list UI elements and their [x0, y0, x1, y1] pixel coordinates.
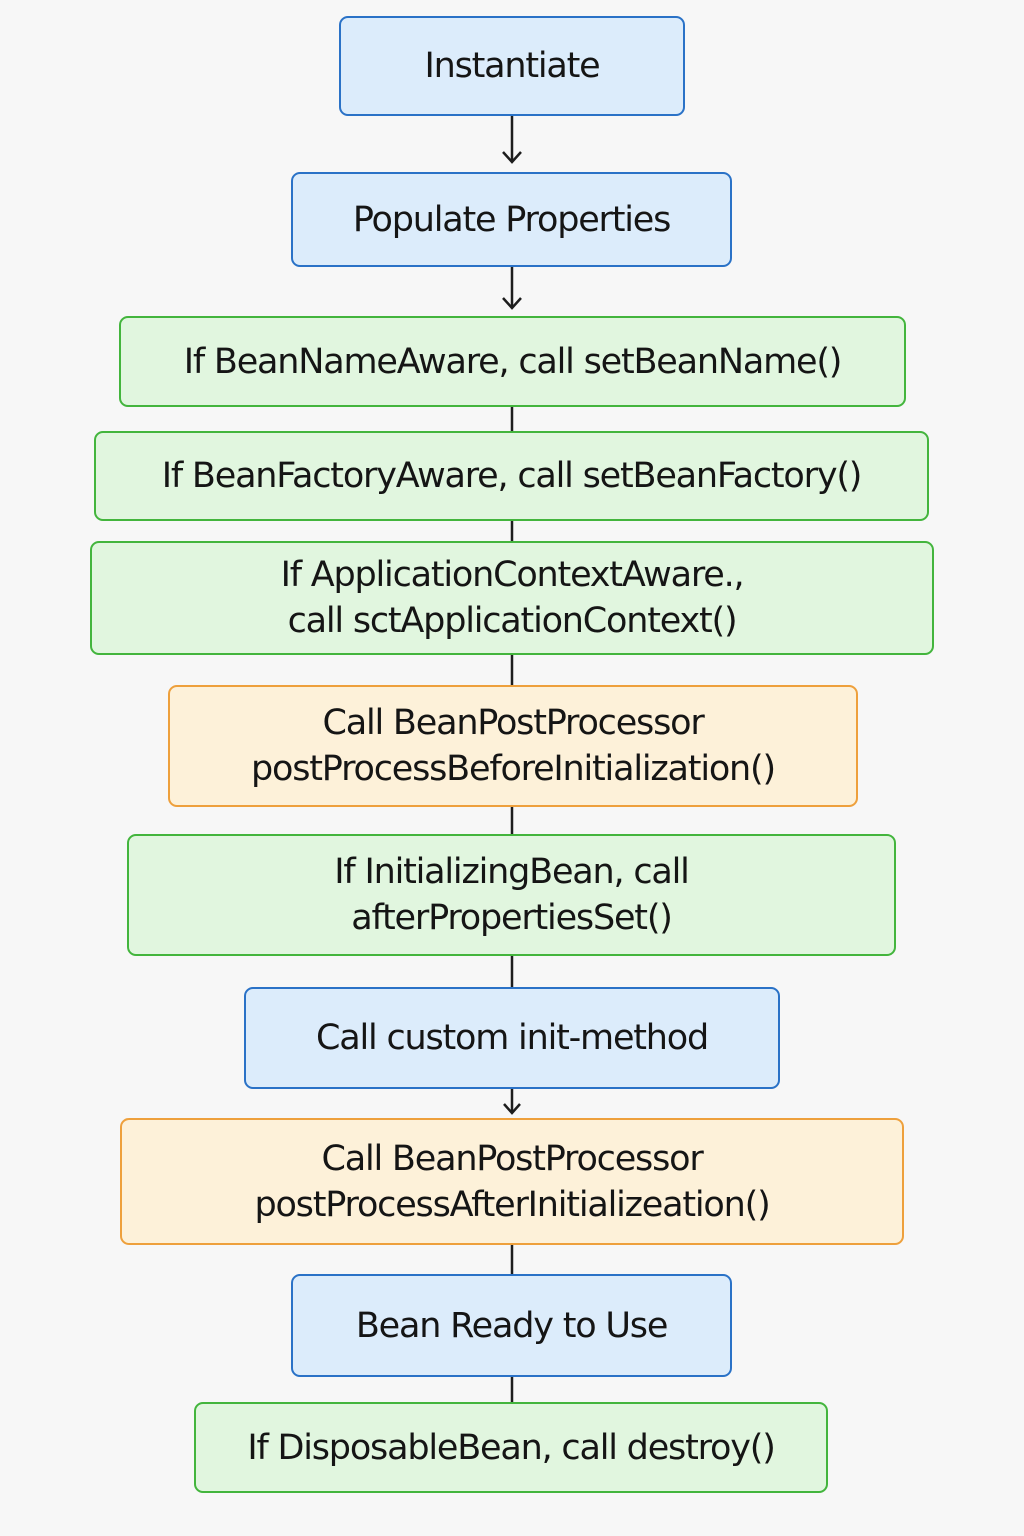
step-application-context-aware: If ApplicationContextAware., call sctApp… — [90, 541, 934, 655]
step-initializing-bean: If InitializingBean, call afterPropertie… — [127, 834, 896, 956]
step-post-process-before-initialization: Call BeanPostProcessor postProcessBefore… — [168, 685, 858, 807]
arrowhead-icon — [503, 1103, 521, 1115]
step-instantiate: Instantiate — [339, 16, 685, 116]
step-bean-name-aware: If BeanNameAware, call setBeanName() — [119, 316, 906, 407]
step-label: Bean Ready to Use — [355, 1305, 669, 1346]
step-bean-factory-aware: If BeanFactoryAware, call setBeanFactory… — [94, 431, 929, 521]
step-populate-properties: Populate Properties — [291, 172, 732, 267]
step-label: Call BeanPostProcessor postProcessBefore… — [251, 703, 776, 789]
step-label: If BeanNameAware, call setBeanName() — [183, 341, 843, 382]
step-label: If InitializingBean, call afterPropertie… — [334, 852, 690, 938]
step-label: Instantiate — [424, 46, 600, 86]
arrowhead-icon — [502, 151, 522, 164]
step-custom-init-method: Call custom init-method — [244, 987, 780, 1089]
step-label: If BeanFactoryAware, call setBeanFactory… — [161, 456, 863, 496]
step-disposable-bean-destroy: If DisposableBean, call destroy() — [194, 1402, 828, 1493]
step-label: If DisposableBean, call destroy() — [247, 1427, 776, 1468]
step-label: Populate Properties — [352, 199, 672, 240]
step-label: Call custom init-method — [315, 1018, 709, 1058]
step-label: Call BeanPostProcessor postProcessAfterI… — [254, 1138, 770, 1225]
step-bean-ready-to-use: Bean Ready to Use — [291, 1274, 732, 1377]
step-post-process-after-initialization: Call BeanPostProcessor postProcessAfterI… — [120, 1118, 904, 1245]
step-label: If ApplicationContextAware., call sctApp… — [280, 555, 745, 641]
arrowhead-icon — [502, 297, 522, 310]
